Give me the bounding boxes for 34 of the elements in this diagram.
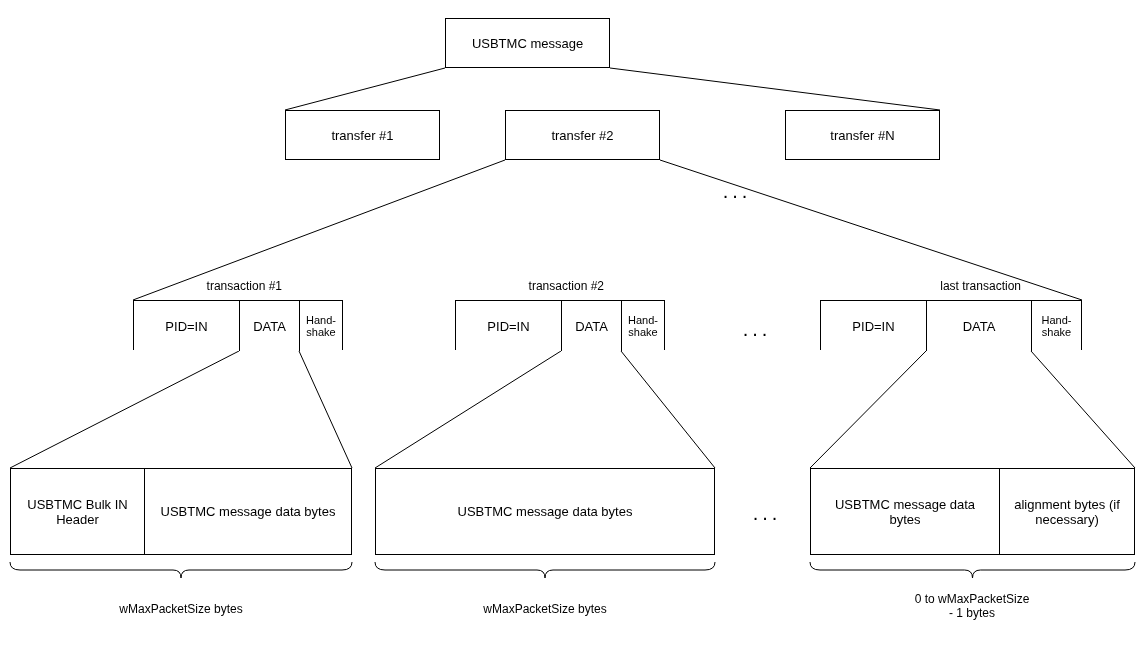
data-bytes-box: USBTMC message data bytes bbox=[144, 468, 352, 555]
connector-line bbox=[659, 159, 1083, 301]
alignment-bytes-box: alignment bytes (if necessary) bbox=[999, 468, 1135, 555]
connector-line bbox=[609, 67, 941, 111]
transaction-label: transaction #2 bbox=[528, 279, 604, 293]
size-label: wMaxPacketSize bytes bbox=[118, 602, 244, 616]
connector-line bbox=[620, 350, 716, 469]
transfer-box: transfer #2 bbox=[505, 110, 660, 160]
data-cell: DATA bbox=[926, 301, 1031, 351]
data-bytes-box: USBTMC message data bytes bbox=[375, 468, 715, 555]
size-label: 0 to wMaxPacketSize - 1 bytes bbox=[913, 592, 1031, 620]
ellipsis: ... bbox=[741, 318, 773, 341]
handshake-cell: Hand- shake bbox=[1031, 301, 1081, 351]
connector-line bbox=[809, 350, 927, 469]
data-bytes-box: USBTMC message data bytes bbox=[810, 468, 1000, 555]
transaction-label: last transaction bbox=[940, 279, 1021, 293]
handshake-cell: Hand- shake bbox=[621, 301, 664, 351]
connector-line bbox=[1030, 350, 1136, 469]
data-cell: DATA bbox=[239, 301, 299, 351]
data-cell: DATA bbox=[561, 301, 621, 351]
connector-line bbox=[284, 67, 446, 111]
handshake-cell: Hand- shake bbox=[299, 301, 342, 351]
transfer-box: transfer #1 bbox=[285, 110, 440, 160]
size-label: wMaxPacketSize bytes bbox=[482, 602, 608, 616]
connector-line bbox=[9, 350, 240, 469]
connector-line bbox=[374, 350, 562, 469]
connector-line bbox=[298, 350, 353, 469]
transfer-box: transfer #N bbox=[785, 110, 940, 160]
ellipsis: ... bbox=[721, 180, 753, 203]
transaction-label: transaction #1 bbox=[206, 279, 282, 293]
message-box: USBTMC message bbox=[445, 18, 610, 68]
ellipsis: ... bbox=[751, 502, 783, 525]
header-field-box: USBTMC Bulk IN Header bbox=[10, 468, 145, 555]
connector-line bbox=[132, 159, 506, 301]
